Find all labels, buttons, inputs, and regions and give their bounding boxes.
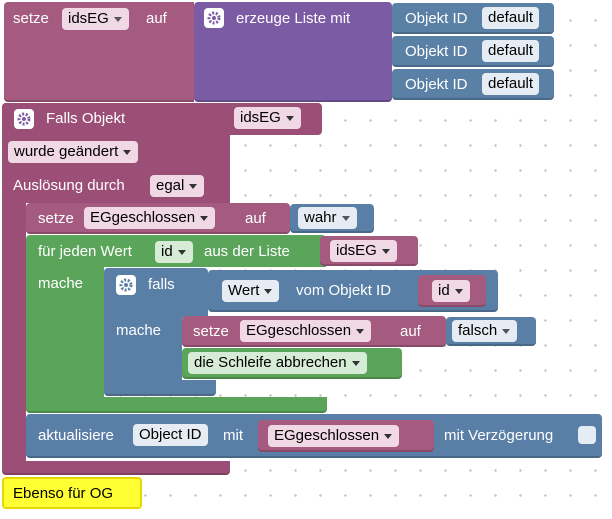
delay-checkbox[interactable] — [578, 426, 596, 444]
object-id-value[interactable]: default — [482, 73, 540, 95]
gear-icon[interactable] — [204, 8, 224, 28]
if-left-rail — [104, 318, 182, 380]
loop-do-label: mache — [38, 275, 84, 292]
from-object-label: vom Objekt ID — [296, 282, 392, 299]
if-label: falls — [148, 276, 175, 293]
object-id-label: Objekt ID — [405, 10, 468, 27]
loop-left-rail — [26, 267, 104, 397]
if-do-label: mache — [116, 322, 162, 339]
object-id-field[interactable]: Object ID — [133, 424, 208, 446]
variable-dropdown-EGgeschlossen[interactable]: EGgeschlossen — [240, 320, 372, 342]
trigger-left-rail — [2, 203, 26, 461]
set-label: setze — [13, 10, 49, 27]
break-loop-dropdown[interactable]: die Schleife abbrechen — [188, 352, 367, 374]
loop-bottom-bar — [26, 397, 327, 413]
with-label: mit — [223, 427, 243, 444]
create-list-label: erzeuge Liste mit — [236, 10, 351, 27]
set-label: setze — [193, 323, 229, 340]
trigger-bottom-bar — [2, 461, 230, 475]
object-id-label: Objekt ID — [405, 43, 468, 60]
value-attribute-dropdown[interactable]: Wert — [222, 280, 280, 302]
gear-icon[interactable] — [116, 275, 136, 295]
trigger-object-dropdown[interactable]: idsEG — [234, 107, 301, 129]
ausloesung-label: Auslösung durch — [13, 177, 125, 194]
loop-variable-dropdown[interactable]: id — [155, 241, 193, 263]
object-variable-dropdown[interactable]: id — [432, 280, 470, 302]
variable-dropdown-idsEG[interactable]: idsEG — [62, 8, 129, 30]
for-each-label: für jeden Wert — [38, 243, 132, 260]
create-list-block[interactable] — [194, 2, 392, 102]
auf-label: auf — [146, 10, 167, 27]
comment-text: Ebenso für OG — [13, 485, 114, 502]
variable-dropdown-EGgeschlossen[interactable]: EGgeschlossen — [84, 207, 216, 229]
boolean-dropdown-falsch[interactable]: falsch — [452, 320, 518, 342]
boolean-dropdown-wahr[interactable]: wahr — [298, 207, 357, 229]
object-id-value[interactable]: default — [482, 7, 540, 29]
gear-icon[interactable] — [14, 109, 34, 129]
comment-block[interactable] — [2, 477, 142, 509]
list-variable-dropdown[interactable]: idsEG — [330, 240, 397, 262]
auf-label: auf — [245, 210, 266, 227]
auf-label: auf — [400, 323, 421, 340]
update-label: aktualisiere — [38, 427, 114, 444]
update-value-dropdown[interactable]: EGgeschlossen — [268, 425, 400, 447]
trigger-label: Falls Objekt — [46, 110, 126, 127]
set-label: setze — [38, 210, 74, 227]
ausloesung-dropdown[interactable]: egal — [150, 175, 205, 197]
object-id-label: Objekt ID — [405, 76, 468, 93]
from-list-label: aus der Liste — [204, 243, 290, 260]
if-bottom-bar — [104, 380, 216, 396]
delay-label: mit Verzögerung — [444, 427, 554, 444]
change-type-dropdown[interactable]: wurde geändert — [8, 141, 139, 163]
object-id-value[interactable]: default — [482, 40, 540, 62]
